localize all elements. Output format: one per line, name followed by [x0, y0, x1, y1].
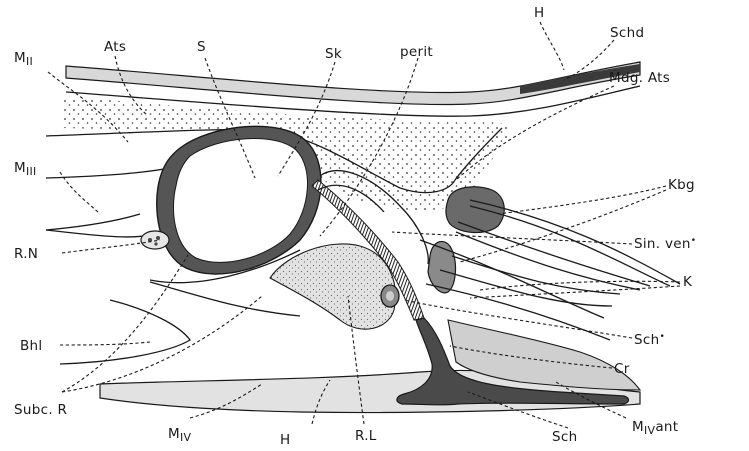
label-sk: Sk: [325, 46, 342, 62]
label-m-iii: MIII: [14, 160, 37, 178]
rn-oval: [141, 231, 169, 249]
label-s: S: [197, 39, 206, 55]
label-bhl: Bhl: [20, 338, 42, 354]
label-mdg-ats: Mdg. Ats: [609, 70, 670, 86]
label-sin-ven: Sin. ven•: [634, 236, 696, 252]
rl-region: [270, 244, 396, 329]
label-h-bottom: H: [280, 432, 290, 448]
label-cr: Cr: [614, 361, 630, 377]
label-m-ii: MII: [14, 50, 33, 68]
label-perit: perit: [400, 44, 433, 60]
label-subc-r: Subc. R: [14, 402, 67, 418]
label-sch-bottom: Sch: [552, 429, 577, 445]
label-m-iv-ant: MIVant: [632, 419, 678, 437]
label-r-n: R.N: [14, 246, 38, 262]
label-sch-star: Sch•: [634, 332, 665, 348]
label-r-l: R.L: [355, 428, 377, 444]
label-schd: Schd: [610, 25, 644, 41]
label-m-iv: MIV: [168, 426, 191, 444]
kbg-oval: [446, 187, 504, 233]
label-h-top: H: [534, 5, 544, 21]
label-kbg: Kbg: [668, 177, 695, 193]
label-k: K: [683, 274, 693, 290]
label-ats: Ats: [104, 39, 126, 55]
